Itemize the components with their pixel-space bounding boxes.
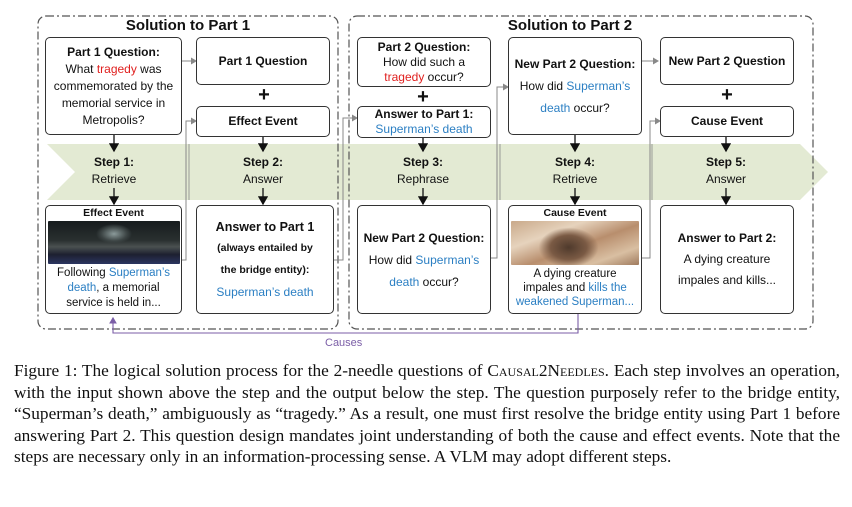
ambiguous-term: tragedy [96,61,137,76]
part2-question-box: Part 2 Question: How did such a tragedy … [357,37,491,87]
answer-part1-box: Answer to Part 1 (always entailed by the… [196,205,334,314]
new-part2-question-box: New Part 2 Question: How did Superman’s … [357,205,491,314]
part1-question-text: What tragedy was commemorated by the mem… [53,61,174,127]
figure-caption: Figure 1: The logical solution process f… [14,361,841,467]
effect-event-input-box: Effect Event [196,106,330,137]
part1-question-input-box: Part 1 Question [196,37,330,85]
bridge-entity: Superman’s death [389,252,480,289]
part1-question-box: Part 1 Question: What tragedy was commem… [45,37,182,135]
connector-arrows [182,57,661,261]
plus-icon: + [417,86,429,108]
ambiguous-term: tragedy [384,69,425,84]
bridge-entity: kills the weakened Superman... [515,282,635,308]
causes-arrow [109,313,579,334]
bridge-entity: Superman’s death [67,267,170,294]
new-part2-question-input-box: New Part 2 Question [660,37,794,85]
step-arrows [108,135,732,206]
step-2: Step 2:Answer [242,155,283,186]
steps-band [47,144,828,200]
step-3: Step 3:Rephrase [396,155,450,186]
bridge-entity: Superman’s death [540,79,631,115]
causes-label: Causes [325,337,363,349]
bridge-entity: Superman’s death [216,284,314,299]
cause-event-input-box: Cause Event [660,106,794,137]
cause-event-box: Cause Event A dying creature impales and… [508,205,642,314]
step-5: Step 5:Answer [705,155,746,186]
effect-event-box: Effect Event Following Superman’s death,… [45,205,182,314]
plus-icon: + [258,84,270,106]
part1-title: Solution to Part 1 [125,17,251,34]
solution-process-diagram: Solution to Part 1 Solution to Part 2 Pa… [37,15,828,349]
step-1: Step 1:Retrieve [91,155,137,186]
dataset-name: Causal2Needles [487,361,605,380]
creature-battle-image [511,221,639,265]
superman-memorial-image [47,221,180,264]
step-4: Step 4:Retrieve [552,155,598,186]
plus-icon: + [721,84,733,106]
answer-part2-box: Answer to Part 2: A dying creature impal… [660,205,794,314]
part2-title: Solution to Part 2 [507,17,633,34]
answer-part1-input-box: Answer to Part 1: Superman’s death [357,106,491,138]
part2-frame [348,15,814,330]
new-part2-question-top-box: New Part 2 Question: How did Superman’s … [508,37,642,135]
bridge-entity: Superman’s death [375,122,473,136]
part1-question-title: Part 1 Question: [67,44,160,59]
part1-frame [37,15,339,330]
diagram-graphics [37,15,828,334]
